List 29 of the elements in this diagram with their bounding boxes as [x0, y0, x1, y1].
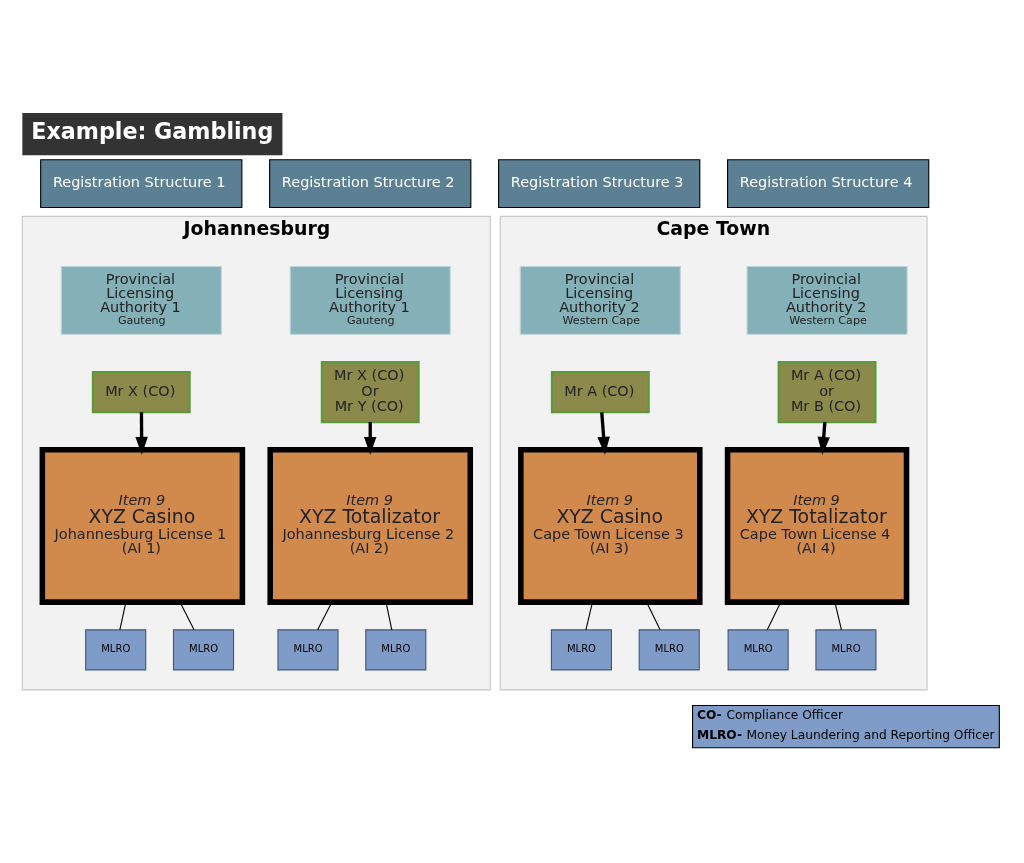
node-box: Registration Structure 1 — [39, 159, 242, 209]
node-box: MLRO — [550, 629, 612, 671]
node-box: MLRO — [638, 629, 700, 671]
node-box: Item 9 XYZ Totalizator Johannesburg License 2 (AI 2) — [266, 447, 473, 605]
node-box: MLRO — [276, 629, 339, 671]
node-box: Provincial Licensing Authority 1 Gauteng — [289, 265, 451, 335]
node-box: Item 9 XYZ Casino Johannesburg License 1 (AI 1) — [39, 447, 245, 605]
node-box: Mr X (CO) Or Mr Y (CO) — [320, 360, 420, 424]
node-box: Item 9 XYZ Totalizator Cape Town License 4 (AI 4) — [724, 447, 909, 605]
node-box: Provincial Licensing Authority 1 Gauteng — [60, 265, 222, 335]
node-box: MLRO — [364, 629, 426, 671]
node-box: MLRO — [814, 629, 876, 671]
node-box: Item 9 XYZ Casino Cape Town License 3 (AI 3) — [517, 447, 703, 605]
node-box: Mr A (CO) — [550, 370, 650, 414]
arrow — [134, 412, 148, 455]
arrow — [596, 412, 610, 455]
node-box: MLRO — [84, 629, 146, 671]
node-box: MLRO — [172, 629, 234, 671]
node-box: Provincial Licensing Authority 2 Western Cape — [745, 265, 908, 335]
node-box: Mr X (CO) — [91, 370, 191, 414]
diagram-title: Example: Gambling — [30, 117, 273, 144]
node-box: MLRO — [727, 629, 789, 671]
node-box: Registration Structure 4 — [726, 159, 929, 209]
node-box: Provincial Licensing Authority 2 Western Cape — [519, 265, 681, 335]
label: MLRO- Money Laundering and Reporting Officer — [696, 727, 995, 742]
label: CO- Compliance Officer — [696, 707, 843, 722]
node-box: Registration Structure 3 — [497, 159, 700, 209]
node-box: Registration Structure 2 — [268, 159, 471, 209]
node-box: Mr A (CO) or Mr B (CO) — [777, 360, 876, 424]
